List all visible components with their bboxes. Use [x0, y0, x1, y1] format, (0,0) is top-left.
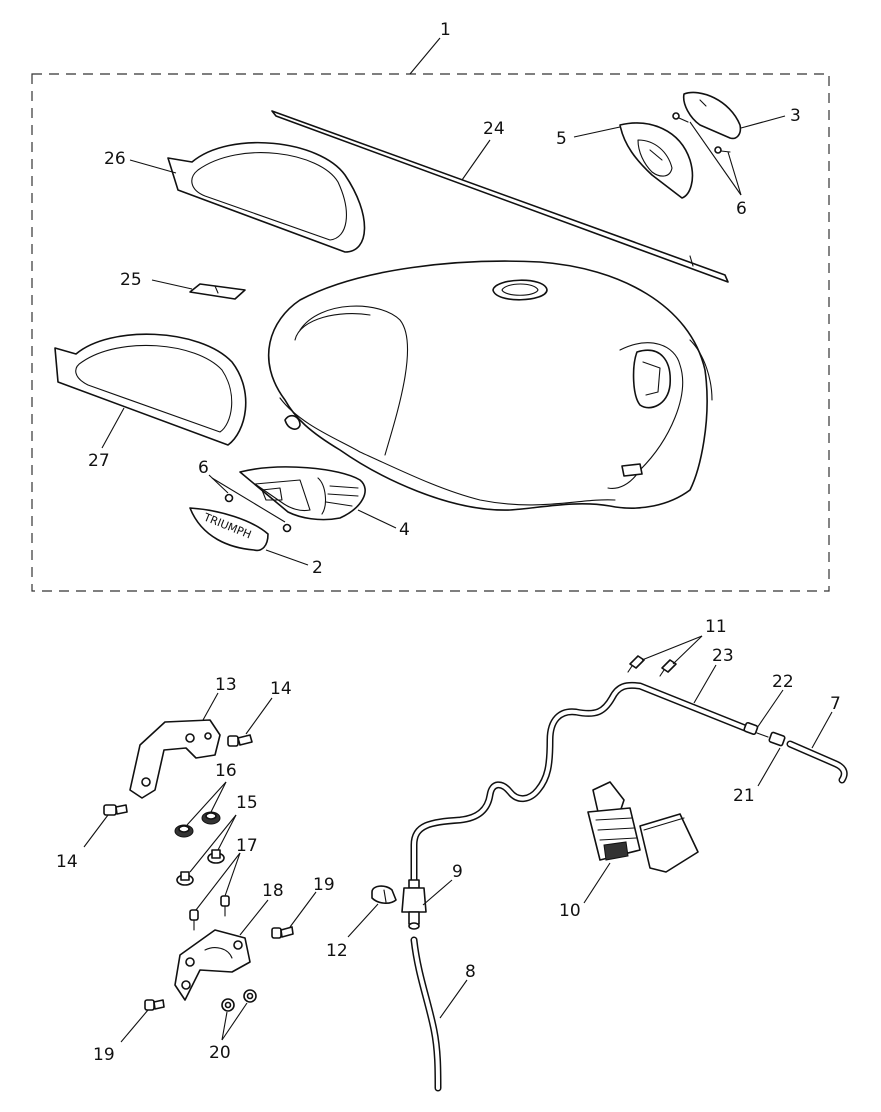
bolt-part-19-right[interactable]	[271, 926, 294, 939]
pipe-clips-part-11[interactable]	[627, 655, 677, 677]
callout-19-left: 19	[93, 1045, 115, 1065]
hose-part-7[interactable]	[786, 740, 848, 784]
callout-5: 5	[556, 129, 567, 149]
callout-6-upper: 6	[736, 199, 747, 219]
callout-19-right: 19	[313, 875, 335, 895]
bolt-part-19-left[interactable]	[144, 999, 165, 1011]
cover-plate-part-3[interactable]	[682, 91, 742, 140]
callout-17: 17	[236, 836, 258, 856]
callout-22: 22	[772, 672, 794, 692]
callout-18: 18	[262, 881, 284, 901]
nuts-part-20[interactable]	[221, 989, 257, 1012]
bolt-part-14-upper[interactable]	[227, 734, 253, 747]
callout-20: 20	[209, 1043, 231, 1063]
fuel-tank[interactable]	[267, 260, 713, 511]
triumph-badge-part-2[interactable]: TRIUMPH	[189, 507, 269, 552]
callout-12: 12	[326, 941, 348, 961]
callout-14-upper: 14	[270, 679, 292, 699]
callout-11: 11	[705, 617, 727, 637]
callout-2: 2	[312, 558, 323, 578]
small-badge-part-25[interactable]	[189, 283, 246, 300]
fuel-pump-part-10[interactable]	[587, 781, 699, 873]
screws-part-6-upper[interactable]	[672, 112, 731, 154]
connector-part-21[interactable]	[768, 731, 786, 747]
callout-9: 9	[452, 862, 463, 882]
callout-10: 10	[559, 901, 581, 921]
callout-27: 27	[88, 451, 110, 471]
callout-4: 4	[399, 520, 410, 540]
callout-6-lower: 6	[198, 458, 209, 478]
bolt-part-14-lower[interactable]	[103, 804, 128, 816]
callout-13: 13	[215, 675, 237, 695]
front-cover-part-4[interactable]	[239, 466, 366, 521]
callout-25: 25	[120, 270, 142, 290]
callout-labels: 1 24 26 25 27 5 3 6 6 4 2 13 14 14 16 15…	[56, 20, 841, 1065]
kit-boundary	[31, 73, 830, 592]
rear-cover-part-5[interactable]	[619, 122, 694, 199]
spacer-part-15[interactable]	[176, 849, 225, 886]
callout-1: 1	[440, 20, 451, 40]
callout-21: 21	[733, 786, 755, 806]
callout-3: 3	[790, 106, 801, 126]
callout-23: 23	[712, 646, 734, 666]
hose-part-8[interactable]	[410, 936, 442, 1092]
bolt-part-17[interactable]	[189, 895, 230, 931]
screws-part-6-lower[interactable]	[224, 493, 292, 533]
callout-15: 15	[236, 793, 258, 813]
bracket-part-18[interactable]	[174, 929, 251, 1001]
callout-8: 8	[465, 962, 476, 982]
fuel-pipe-part-23[interactable]	[410, 681, 749, 884]
side-panel-part-27[interactable]	[54, 333, 247, 446]
tank-stripe-part-24[interactable]	[271, 110, 729, 283]
callout-24: 24	[483, 119, 505, 139]
mounting-bracket-part-13[interactable]	[129, 719, 221, 799]
fuel-filter-part-9[interactable]	[401, 879, 427, 930]
connector-part-22[interactable]	[743, 721, 769, 738]
callout-16: 16	[215, 761, 237, 781]
callout-7: 7	[830, 694, 841, 714]
hose-clip-part-12[interactable]	[371, 885, 397, 904]
rubber-mount-part-16[interactable]	[174, 811, 221, 838]
callout-26: 26	[104, 149, 126, 169]
side-panel-part-26[interactable]	[167, 141, 366, 253]
callout-14-lower: 14	[56, 852, 78, 872]
